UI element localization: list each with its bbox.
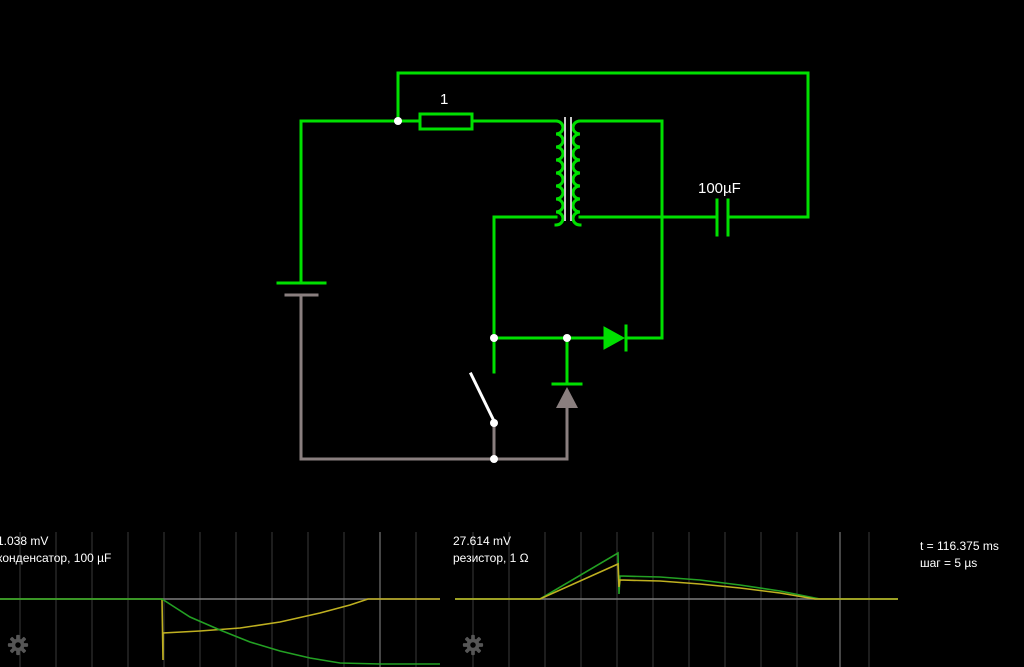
scope-capacitor-voltage-trace (0, 598, 440, 661)
resistor[interactable] (418, 112, 474, 131)
transformer[interactable] (554, 117, 582, 227)
scope-capacitor-value: 1.038 mV (0, 534, 49, 548)
node-bottom[interactable] (490, 455, 498, 463)
wire-diode-out[interactable] (578, 119, 664, 340)
wire-primary-bottom[interactable] (492, 215, 558, 374)
scope-resistor-current-trace (455, 551, 898, 600)
scope-resistor-name: резистор, 1 Ω (453, 551, 529, 565)
node-top[interactable] (394, 117, 402, 125)
wire-left[interactable] (299, 119, 422, 285)
scope-resistor-value: 27.614 mV (453, 534, 512, 548)
diode[interactable] (603, 324, 628, 352)
capacitor[interactable] (715, 198, 730, 237)
sim-step: шаг = 5 µs (920, 556, 978, 570)
gear-icon[interactable] (7, 634, 29, 656)
transformer-primary-coil (554, 119, 565, 227)
sim-time: t = 116.375 ms (920, 539, 999, 553)
wire-bottom[interactable] (299, 294, 569, 461)
wire-top-loop[interactable] (396, 71, 810, 219)
switch[interactable] (468, 371, 497, 424)
node-left-switch[interactable] (490, 334, 498, 342)
circuit-diagram[interactable] (276, 71, 810, 463)
scope-capacitor-name: конденсатор, 100 µF (0, 551, 112, 565)
gear-icon[interactable] (462, 634, 484, 656)
node-diode-anode[interactable] (563, 334, 571, 342)
resistor-label: 1 (440, 91, 449, 108)
node-switch-bottom[interactable] (490, 419, 498, 427)
capacitor-label: 100µF (698, 180, 741, 197)
transformer-secondary-coil (571, 119, 582, 227)
battery[interactable] (276, 281, 327, 297)
thyristor[interactable] (551, 382, 583, 408)
scope-capacitor-current-trace (0, 598, 440, 665)
scope-resistor-voltage-trace (455, 562, 898, 600)
